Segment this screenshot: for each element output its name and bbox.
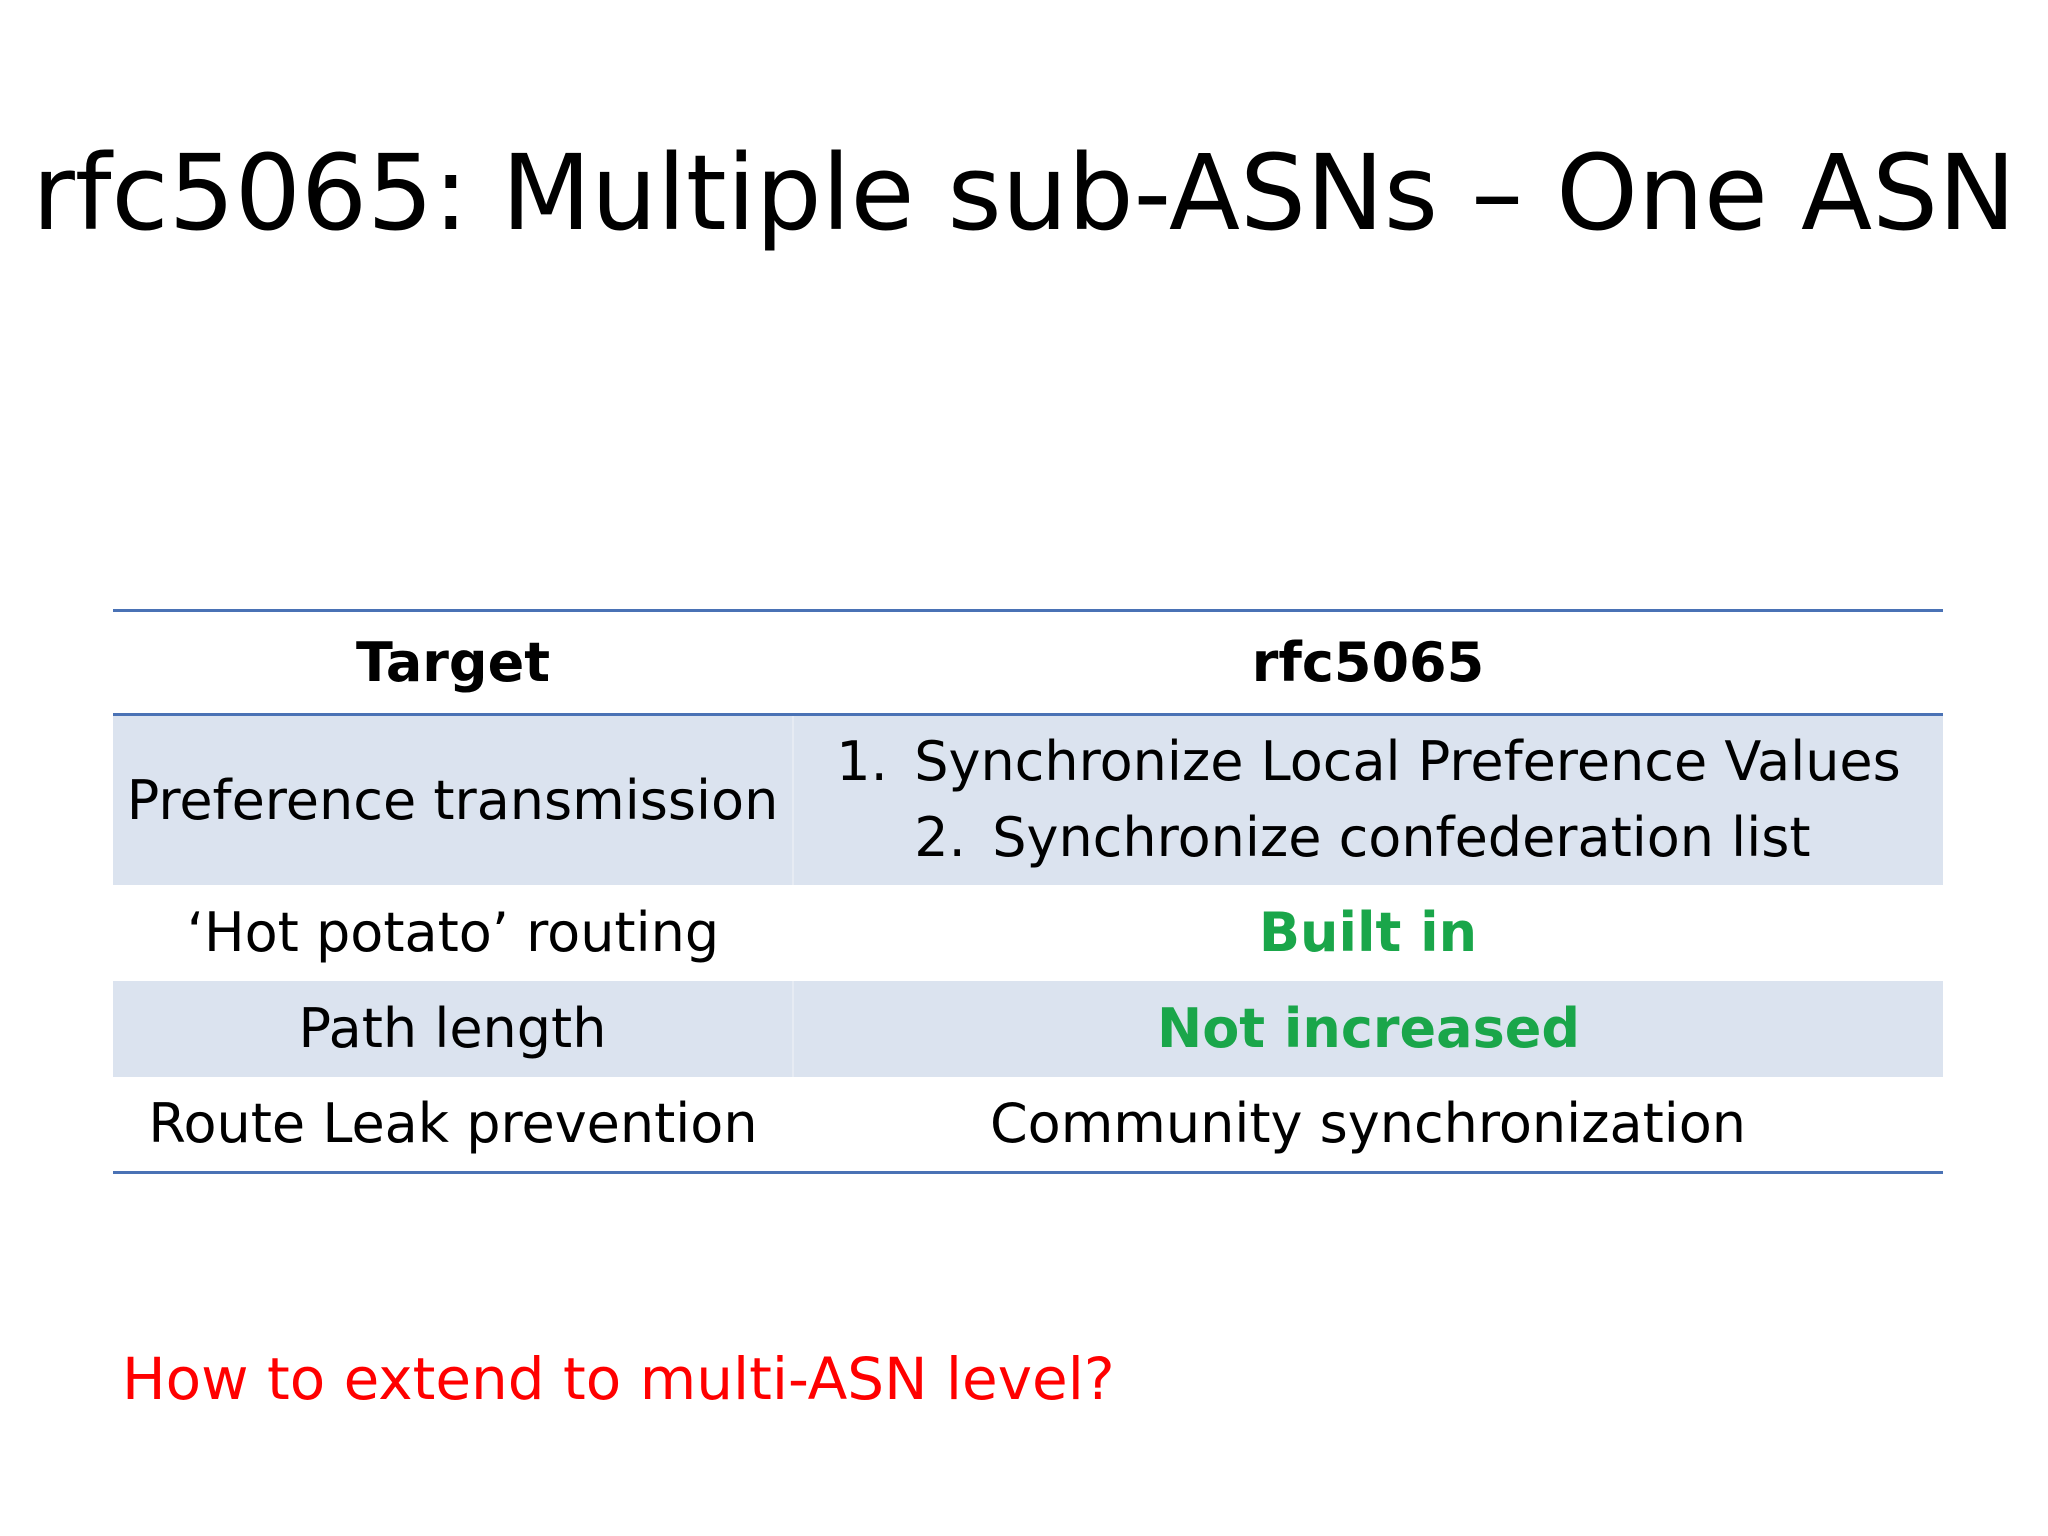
cell-preference-transmission-label: Preference transmission bbox=[113, 714, 794, 885]
list-item-number: 2. bbox=[914, 806, 966, 870]
list-item-text: Synchronize Local Preference Values bbox=[914, 730, 1901, 794]
table-row-preference-transmission: Preference transmission 1. Synchronize Lo… bbox=[113, 714, 1943, 885]
cell-path-length-value: Not increased bbox=[793, 980, 1943, 1077]
cell-route-leak-prevention-value: Community synchronization bbox=[793, 1076, 1943, 1174]
table-row-route-leak-prevention: Route Leak prevention Community synchron… bbox=[113, 1076, 1943, 1174]
list-item-number: 1. bbox=[836, 730, 888, 794]
cell-preference-transmission-value: 1. Synchronize Local Preference Values 2.… bbox=[793, 714, 1943, 885]
list-item-text: Synchronize confederation list bbox=[992, 806, 1811, 870]
header-rfc5065: rfc5065 bbox=[793, 609, 1943, 716]
header-target: Target bbox=[113, 609, 793, 716]
question-text: How to extend to multi-ASN level? bbox=[122, 1345, 1115, 1413]
table-row-path-length: Path length Not increased bbox=[113, 980, 1943, 1077]
cell-path-length-label: Path length bbox=[113, 980, 794, 1077]
numbered-list: 1. Synchronize Local Preference Values 2.… bbox=[836, 724, 1901, 876]
list-item: 2. Synchronize confederation list bbox=[836, 800, 1901, 876]
cell-route-leak-prevention-label: Route Leak prevention bbox=[113, 1076, 793, 1174]
table-row-hot-potato-routing: ‘Hot potato’ routing Built in bbox=[113, 885, 1943, 981]
slide-title: rfc5065: Multiple sub-ASNs – One ASN bbox=[32, 132, 2016, 254]
list-item: 1. Synchronize Local Preference Values bbox=[836, 724, 1901, 800]
cell-hot-potato-routing-value: Built in bbox=[1258, 901, 1478, 964]
table-header-row: Target rfc5065 bbox=[113, 609, 1943, 716]
comparison-table: Target rfc5065 Preference transmission 1… bbox=[113, 609, 1943, 1174]
cell-hot-potato-routing-label: ‘Hot potato’ routing bbox=[186, 901, 720, 964]
